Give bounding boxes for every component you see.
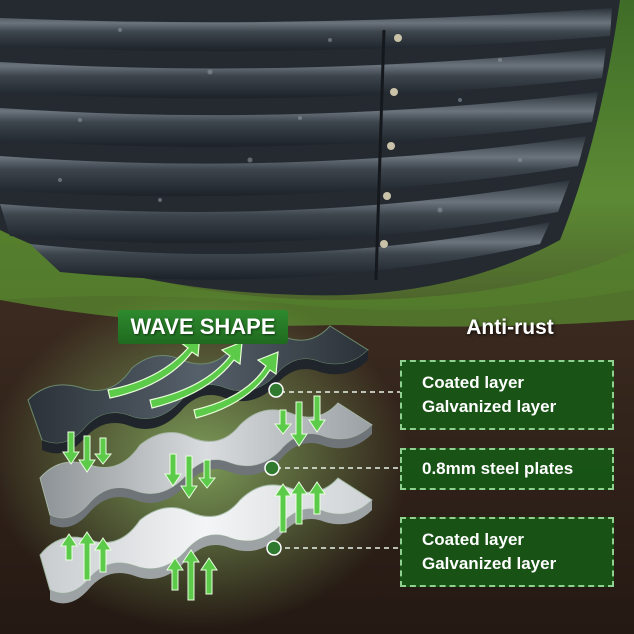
raised-garden-bed (0, 0, 620, 296)
leader-lines (276, 391, 400, 549)
top-layer-line1: Coated layer (422, 373, 525, 392)
bottom-layer-line1: Coated layer (422, 530, 525, 549)
bottom-layer-line2: Galvanized layer (422, 554, 557, 573)
layer-markers (264, 382, 284, 556)
up-arrows (60, 481, 326, 601)
anti-rust-heading: Anti-rust (466, 316, 554, 339)
bottom-layer-label: Coated layer Galvanized layer (400, 517, 614, 587)
top-layer-label: Coated layer Galvanized layer (400, 360, 614, 430)
bottom-coated-sheet (39, 477, 373, 604)
middle-layer-line1: 0.8mm steel plates (422, 459, 574, 478)
down-arrows (62, 395, 326, 499)
middle-layer-label: 0.8mm steel plates (400, 448, 614, 490)
top-layer-line2: Galvanized layer (422, 397, 557, 416)
wave-shape-heading: WAVE SHAPE (118, 310, 288, 344)
